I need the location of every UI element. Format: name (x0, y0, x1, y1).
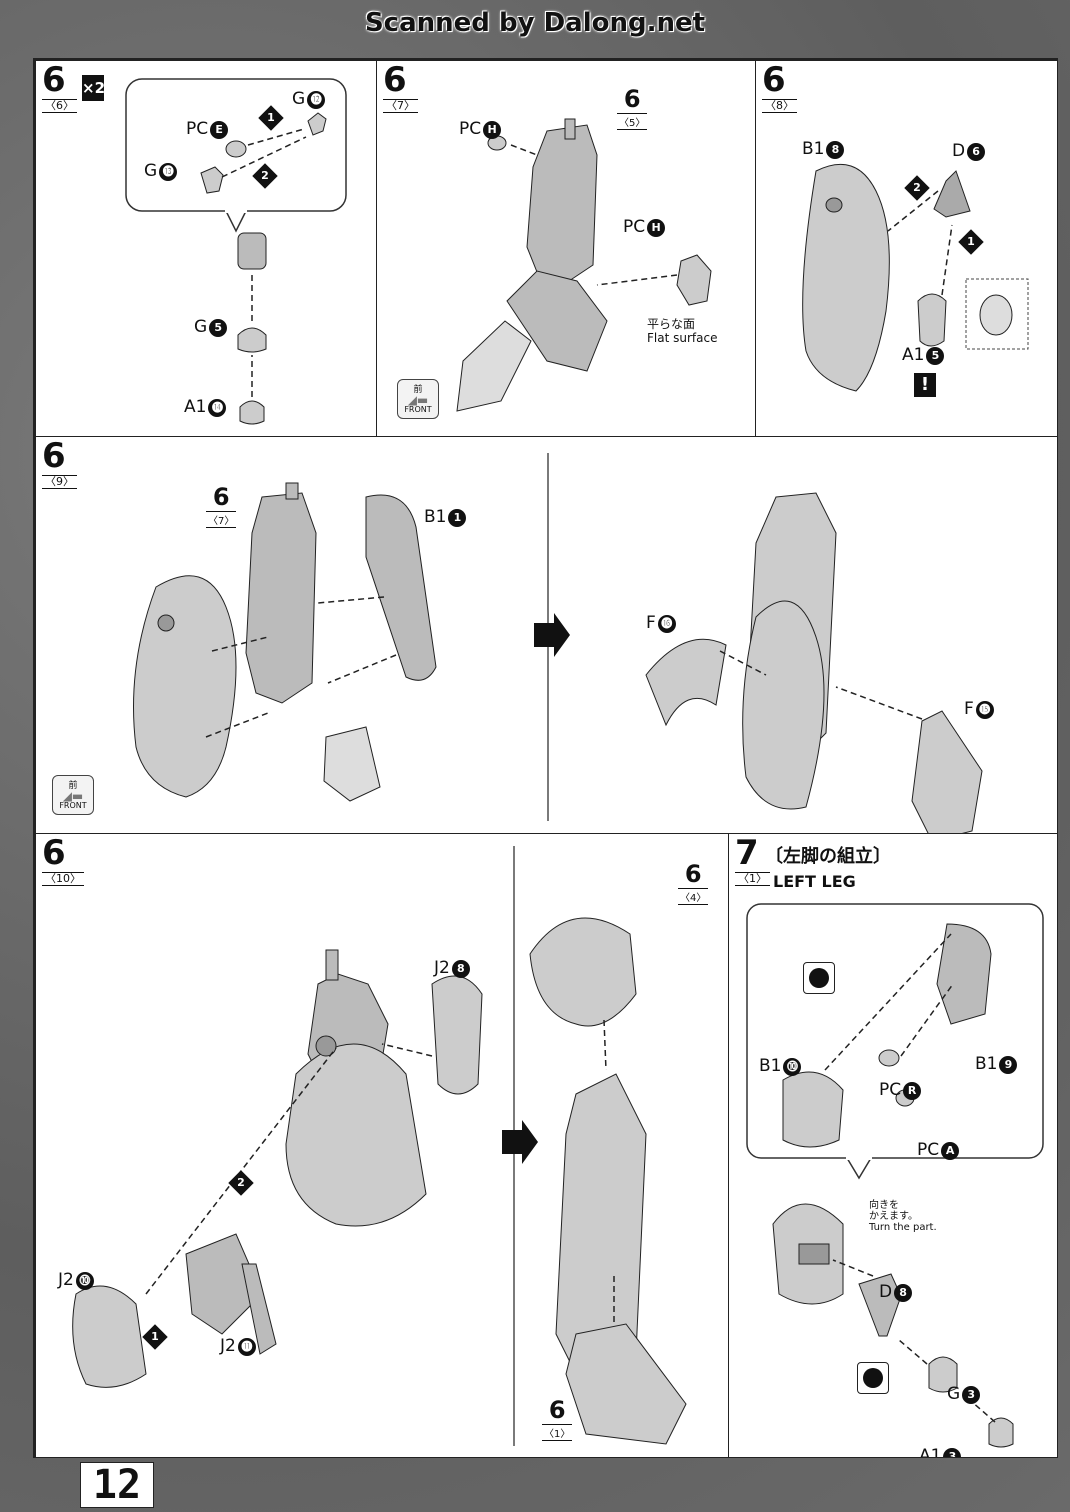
section-title-jp: 〔左脚の組立〕 (765, 846, 891, 867)
substep-number: 〈10〉 (42, 872, 84, 886)
turn-part-note: 向きをかえます。Turn the part. (869, 1200, 937, 1233)
reference-step: 6〈5〉 (617, 85, 648, 130)
page-number: 12 (80, 1462, 154, 1508)
foot-armor-diagram (802, 163, 1029, 392)
step-number: 6 (762, 60, 786, 100)
leg-shell-diagram (133, 453, 983, 833)
caution-icon: ! (914, 373, 936, 397)
front-orientation-icon: 前◢▬FRONT (397, 379, 439, 419)
step-number: 6 (42, 60, 66, 100)
step-number: 6 (42, 436, 66, 476)
leg-armor-diagram (72, 846, 687, 1446)
sequence-marker-2: 2 (252, 163, 278, 189)
sequence-marker-2: 2 (228, 1170, 254, 1196)
scan-watermark: Scanned by Dalong.net (364, 8, 706, 38)
reference-step-top: 6〈4〉 (678, 860, 709, 905)
section-title-en: LEFT LEG (773, 872, 856, 891)
sequence-marker-1: 1 (258, 105, 284, 131)
reference-step: 6〈7〉 (206, 483, 237, 528)
step-number: 7 (735, 833, 759, 873)
substep-number: 〈1〉 (735, 872, 770, 886)
step-number: 6 (42, 833, 66, 873)
polycap-indicator-bottom (857, 1362, 889, 1394)
front-orientation-icon: 前◢▬FRONT (52, 775, 94, 815)
step-number: 6 (383, 60, 407, 100)
quantity-badge: ×2 (82, 75, 105, 101)
substep-number: 〈8〉 (762, 99, 797, 113)
parts-diagram (125, 78, 347, 425)
substep-number: 〈7〉 (383, 99, 418, 113)
substep-number: 〈6〉 (42, 99, 77, 113)
polycap-indicator-top (803, 962, 835, 994)
sequence-marker-1: 1 (142, 1324, 168, 1350)
reference-step-bottom: 6〈1〉 (542, 1396, 573, 1441)
leg-frame-diagram (456, 118, 712, 412)
sequence-marker-1: 1 (958, 229, 984, 255)
substep-number: 〈9〉 (42, 475, 77, 489)
sequence-marker-2: 2 (904, 175, 930, 201)
left-leg-diagram (746, 903, 1044, 1448)
